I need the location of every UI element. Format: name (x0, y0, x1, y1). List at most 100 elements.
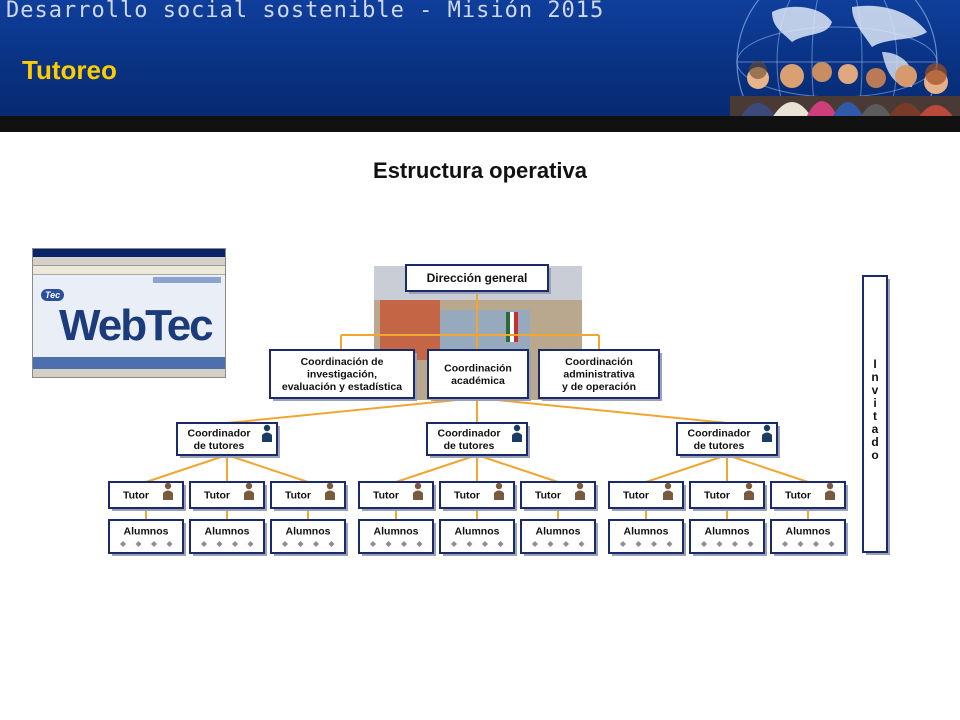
label-tutor-9: Tutor (785, 490, 811, 502)
text-line: académica (451, 375, 505, 387)
person-head (763, 424, 771, 432)
person-body (575, 490, 585, 500)
tutor-person-icon (413, 482, 423, 500)
text-line: Tutor (785, 490, 811, 502)
text-line: t (873, 409, 877, 423)
webtec-screenshot-thumbnail: Tec WebTec (32, 248, 226, 378)
coordinator-person-icon (262, 424, 272, 442)
header-banner: Desarrollo social sostenible - Misión 20… (0, 0, 960, 116)
text-line: Alumnos (455, 526, 500, 538)
student-marker (201, 541, 207, 547)
student-marker (782, 541, 788, 547)
student-marker (620, 541, 626, 547)
text-line: Coordinación (444, 362, 512, 374)
label-tutor-2: Tutor (204, 490, 230, 502)
box-alumnos-1 (108, 519, 184, 554)
photo-flag-white (510, 312, 514, 342)
tutor-person-icon (325, 482, 335, 500)
label-alumnos-2: Alumnos (205, 526, 250, 538)
text-line: Alumnos (705, 526, 750, 538)
box-alumnos-4 (358, 519, 434, 554)
student-marker (282, 541, 288, 547)
student-marker (828, 541, 835, 547)
student-marker (532, 541, 538, 547)
student-marker (416, 541, 423, 547)
connector-line (226, 397, 478, 424)
connector-line (145, 454, 228, 483)
person-head (164, 482, 172, 490)
tutor-person-icon (825, 482, 835, 500)
student-marker (651, 541, 657, 547)
student-marker (732, 541, 738, 547)
box-coordinacion-3 (538, 349, 660, 399)
text-line: Tutor (454, 490, 480, 502)
text-line: Alumnos (205, 526, 250, 538)
student-marker (151, 541, 157, 547)
student-marker (635, 541, 642, 547)
photo-flag-green (506, 312, 510, 342)
text-line: Dirección general (427, 271, 528, 285)
person-head (245, 482, 253, 490)
text-line: Alumnos (536, 526, 581, 538)
student-marker (747, 541, 754, 547)
box-coordinacion-1 (269, 349, 415, 399)
label-tutor-4: Tutor (373, 490, 399, 502)
text-line: a (872, 422, 879, 436)
box-invitado (862, 275, 888, 553)
text-line: Alumnos (124, 526, 169, 538)
text-line: Alumnos (786, 526, 831, 538)
text-line: o (871, 448, 878, 462)
student-marker (385, 541, 392, 547)
student-marker (701, 541, 707, 547)
student-marker (401, 541, 407, 547)
tutor-person-icon (663, 482, 673, 500)
connector-line (476, 397, 728, 424)
student-marker (497, 541, 504, 547)
box-coordinacion-2 (427, 349, 529, 399)
text-line: Coordinador (688, 427, 751, 439)
box-alumnos-8 (689, 519, 765, 554)
person-head (414, 482, 422, 490)
box-direccion-general (405, 264, 549, 292)
label-alumnos-8: Alumnos (705, 526, 750, 538)
label-alumnos-3: Alumnos (286, 526, 331, 538)
student-marker (313, 541, 319, 547)
label-alumnos-7: Alumnos (624, 526, 669, 538)
person-body (262, 432, 272, 442)
text-line: administrativa (563, 369, 634, 381)
person-body (413, 490, 423, 500)
box-alumnos-7 (608, 519, 684, 554)
label-alumnos-1: Alumnos (124, 526, 169, 538)
person-head (745, 482, 753, 490)
text-line: d (871, 435, 878, 449)
student-marker (166, 541, 173, 547)
label-tutor-3: Tutor (285, 490, 311, 502)
box-alumnos-2 (189, 519, 265, 554)
student-marker (563, 541, 569, 547)
student-marker (297, 541, 304, 547)
label-alumnos-4: Alumnos (374, 526, 419, 538)
person-head (664, 482, 672, 490)
student-marker (797, 541, 804, 547)
person-head (495, 482, 503, 490)
student-marker (120, 541, 126, 547)
text-line: y de operación (562, 381, 636, 393)
tec-badge: Tec (41, 289, 65, 301)
person-body (494, 490, 504, 500)
box-coordinador-3 (676, 422, 778, 456)
text-line: Tutor (285, 490, 311, 502)
label-tutor-7: Tutor (623, 490, 649, 502)
person-body (762, 432, 772, 442)
box-alumnos-6 (520, 519, 596, 554)
box-alumnos-9 (770, 519, 846, 554)
text-line: Tutor (204, 490, 230, 502)
label-tutor-5: Tutor (454, 490, 480, 502)
person-head (513, 424, 521, 432)
text-line: de tutores (444, 440, 495, 452)
person-body (512, 432, 522, 442)
person-body (663, 490, 673, 500)
